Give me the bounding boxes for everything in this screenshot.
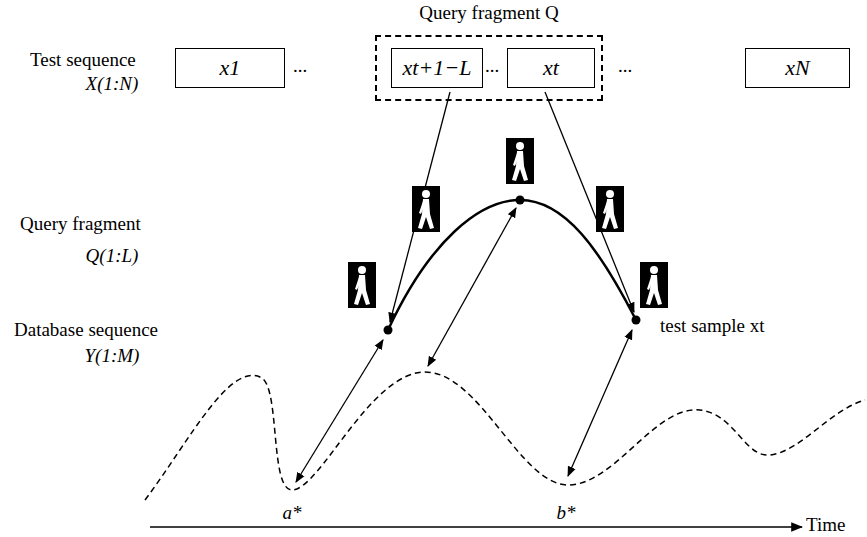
- row-label: Database sequence: [14, 320, 158, 341]
- alignment-arrow: [296, 340, 383, 482]
- silhouette: [412, 186, 440, 232]
- silhouette: [348, 262, 376, 308]
- axis-label: Time: [806, 515, 845, 536]
- ellipsis: ...: [485, 56, 499, 77]
- mapping-arrow: [545, 92, 634, 312]
- match-label: b*: [557, 503, 576, 524]
- sample-box: xt: [507, 48, 595, 88]
- time-axis: [150, 526, 802, 528]
- curve-point: [384, 326, 393, 335]
- ellipsis: ...: [293, 56, 307, 77]
- sample-label: x1: [220, 57, 241, 79]
- sample-box: xt+1−L: [391, 48, 483, 88]
- sample-label: xN: [785, 57, 809, 79]
- point-label: test sample xt: [660, 316, 764, 337]
- database-curve: [145, 372, 865, 500]
- curve-point: [632, 316, 641, 325]
- curve-point: [516, 196, 525, 205]
- silhouette: [596, 186, 624, 232]
- match-label: a*: [283, 503, 302, 524]
- silhouette: [506, 138, 534, 184]
- alignment-arrow: [568, 330, 632, 476]
- alignment-arrow: [428, 208, 516, 366]
- row-label: X(1:N): [86, 74, 139, 95]
- row-label: Y(1:M): [85, 346, 140, 367]
- sample-box: xN: [745, 48, 850, 88]
- group-heading: Query fragment Q: [419, 3, 558, 22]
- mapping-arrow: [390, 92, 450, 322]
- row-label: Query fragment: [20, 214, 141, 235]
- sample-box: x1: [175, 48, 285, 88]
- row-label: Q(1:L): [86, 246, 139, 267]
- row-label: Test sequence: [30, 50, 136, 71]
- sample-label: xt+1−L: [403, 57, 472, 79]
- sample-label: xt: [543, 57, 559, 79]
- silhouette: [640, 262, 668, 308]
- ellipsis: ...: [618, 56, 632, 77]
